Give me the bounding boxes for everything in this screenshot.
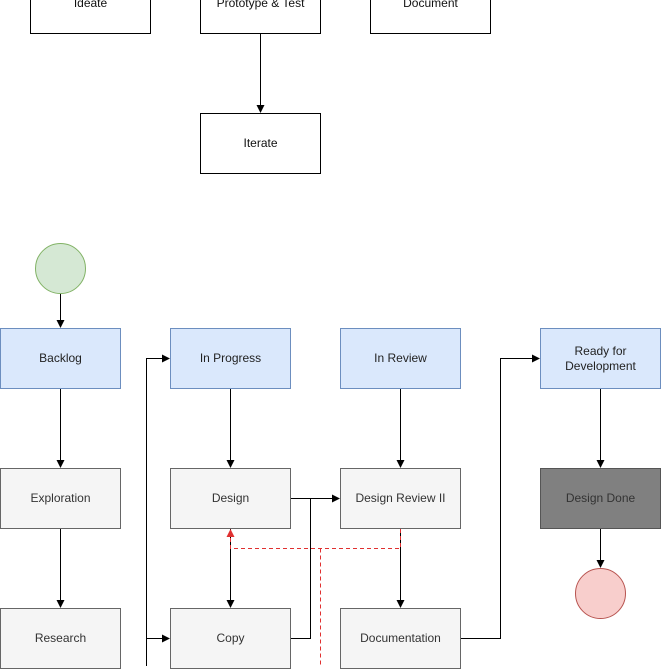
node-iterate-label: Iterate [243,136,278,150]
node-document-label: Document [403,0,458,10]
start-circle[interactable] [35,243,86,294]
edge-review-feedback-to-design [226,529,401,549]
node-in-review[interactable]: In Review [340,328,461,389]
edge-copy-to-review [291,498,311,639]
edge-bus-to-in-progress [146,354,170,666]
node-research-label: Research [34,631,87,645]
node-exploration[interactable]: Exploration [0,468,121,529]
node-in-review-label: In Review [374,351,427,365]
node-backlog-label: Backlog [39,351,82,365]
node-design-review-ii-label: Design Review II [355,491,446,505]
node-ready-for-development-label: Ready for Development [565,343,636,373]
node-copy[interactable]: Copy [170,608,291,669]
node-design-done[interactable]: Design Done [540,468,661,529]
node-prototype-test[interactable]: Prototype & Test [200,0,321,34]
node-exploration-label: Exploration [30,491,91,505]
node-documentation[interactable]: Documentation [340,608,461,669]
node-design-label: Design [211,491,250,505]
node-documentation-label: Documentation [360,631,441,645]
node-in-progress-label: In Progress [199,351,262,365]
node-iterate[interactable]: Iterate [200,113,321,174]
edge-documentation-to-ready [461,354,540,639]
node-document[interactable]: Document [370,0,491,34]
node-copy-label: Copy [216,631,245,645]
node-design-done-label: Design Done [565,491,636,505]
node-ready-for-development[interactable]: Ready for Development [540,328,661,389]
node-design-review-ii[interactable]: Design Review II [340,468,461,529]
end-circle[interactable] [575,568,626,619]
node-in-progress[interactable]: In Progress [170,328,291,389]
node-research[interactable]: Research [0,608,121,669]
node-ideate-label: Ideate [73,0,108,10]
node-prototype-test-label: Prototype & Test [216,0,305,10]
node-backlog[interactable]: Backlog [0,328,121,389]
node-design[interactable]: Design [170,468,291,529]
node-ideate[interactable]: Ideate [30,0,151,34]
